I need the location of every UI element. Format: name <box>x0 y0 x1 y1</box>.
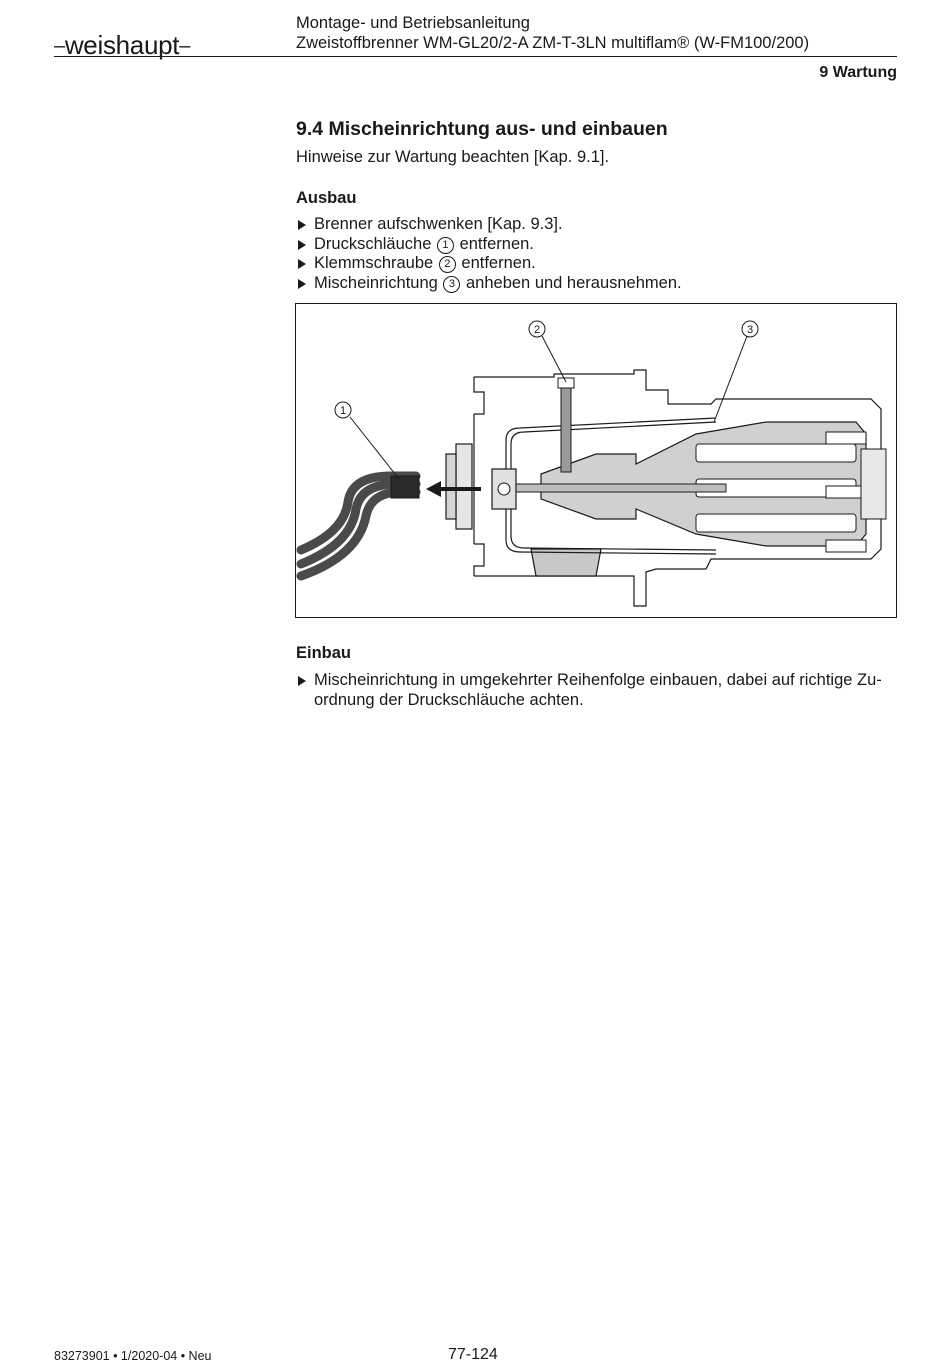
list-item: Klemmschraube 2 entfernen. <box>296 254 682 274</box>
bullet-triangle-icon <box>298 220 306 230</box>
svg-text:3: 3 <box>747 324 753 336</box>
bullet-triangle-icon <box>298 676 306 686</box>
mixing-assembly-figure: 1 2 3 <box>295 303 897 618</box>
callout-2: 2 <box>528 320 546 338</box>
einbau-heading: Einbau <box>296 644 352 662</box>
bullet-triangle-icon <box>298 278 306 289</box>
callout-number: 2 <box>438 256 456 273</box>
list-item: Mischeinrichtung in umgekehrter Reihenfo… <box>296 671 882 710</box>
svg-text:2: 2 <box>534 324 540 336</box>
einbau-steps: Mischeinrichtung in umgekehrter Reihenfo… <box>296 671 882 710</box>
ausbau-steps: Brenner aufschwenken [Kap. 9.3]. Drucksc… <box>296 215 682 293</box>
product-title: Zweistoffbrenner WM-GL20/2-A ZM-T-3LN mu… <box>296 34 810 52</box>
weishaupt-logo: –weishaupt– <box>54 30 191 60</box>
callout-number: 1 <box>436 236 454 254</box>
intro-text: Hinweise zur Wartung beachten [Kap. 9.1]… <box>296 148 610 166</box>
page-number: 77-124 <box>448 1346 498 1363</box>
ausbau-heading: Ausbau <box>296 189 357 207</box>
callout-number: 3 <box>443 275 461 293</box>
callout-1: 1 <box>334 401 352 419</box>
svg-text:1: 1 <box>340 405 346 417</box>
list-item: Mischeinrichtung 3 anheben und herausneh… <box>296 274 682 294</box>
list-item: Druckschläuche 1 entfernen. <box>296 235 682 255</box>
document-number: 83273901 • 1/2020-04 • Neu <box>54 1349 212 1363</box>
bullet-triangle-icon <box>298 239 306 250</box>
page-heading: 9.4 Mischeinrichtung aus- und einbauen <box>296 118 668 140</box>
document-type: Montage- und Betriebsanleitung <box>296 14 530 32</box>
section-label: 9 Wartung <box>819 64 897 81</box>
callout-3: 3 <box>741 320 759 338</box>
mixing-assembly-drawing: 1 2 3 <box>296 320 887 607</box>
list-item: Brenner aufschwenken [Kap. 9.3]. <box>296 215 682 235</box>
header-rule <box>54 56 897 57</box>
bullet-triangle-icon <box>298 259 306 269</box>
